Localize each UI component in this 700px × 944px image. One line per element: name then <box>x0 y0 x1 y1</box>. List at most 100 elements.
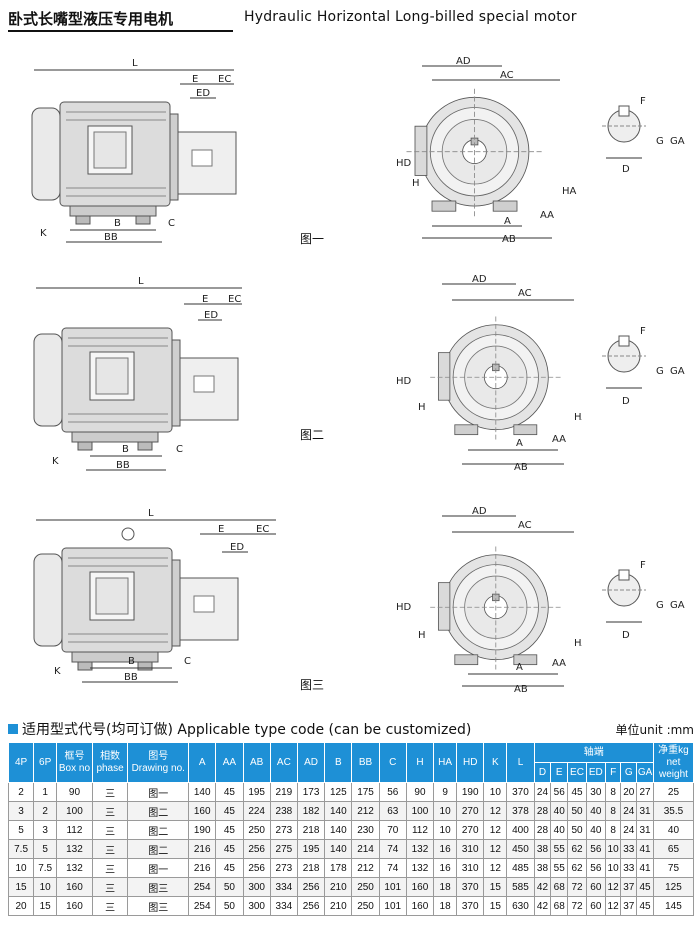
table-cell: 56 <box>550 782 569 802</box>
table-cell: 230 <box>351 820 380 840</box>
table-cell: 132 <box>405 839 435 859</box>
table-cell: 38 <box>533 839 552 859</box>
table-cell: 630 <box>506 896 535 916</box>
table-cell: 10 <box>604 858 622 878</box>
table-cell: 60 <box>585 896 606 916</box>
col-HD: HD <box>456 742 485 783</box>
dim-AC: AC <box>518 520 532 531</box>
table-cell: 45 <box>215 801 244 821</box>
table-cell: 45 <box>636 896 654 916</box>
figure-3-caption: 图三 <box>300 678 325 692</box>
table-cell: 310 <box>456 839 485 859</box>
dim-G: G <box>656 600 664 611</box>
section-marker-icon <box>8 724 18 734</box>
title-underline <box>8 30 233 32</box>
table-cell: 132 <box>56 839 93 859</box>
table-cell: 37 <box>620 896 638 916</box>
table-cell: 160 <box>188 801 217 821</box>
dim-HA: HA <box>574 412 582 423</box>
table-cell: 38 <box>533 858 552 878</box>
dim-AA: AA <box>540 210 554 221</box>
table-cell: 50 <box>567 801 587 821</box>
table-cell: 140 <box>324 839 353 859</box>
table-cell: 三 <box>91 858 129 878</box>
dim-ED: ED <box>204 310 218 321</box>
dim-BB: BB <box>124 672 138 683</box>
table-cell: 41 <box>636 839 654 859</box>
figure-1-shaft-end: F G GA D <box>600 96 690 186</box>
table-cell: 173 <box>296 782 326 802</box>
table-cell: 400 <box>506 820 535 840</box>
dim-EC: EC <box>256 524 269 535</box>
table-cell: 70 <box>378 820 407 840</box>
col-AB: AB <box>242 742 271 783</box>
table-cell: 55 <box>550 858 569 878</box>
table-cell: 178 <box>324 858 353 878</box>
table-cell: 28 <box>533 820 552 840</box>
dim-GA: GA <box>670 600 685 611</box>
table-cell: 195 <box>242 782 271 802</box>
title-english: Hydraulic Horizontal Long-billed special… <box>244 9 577 25</box>
table-cell: 175 <box>351 782 380 802</box>
table-cell: 18 <box>433 877 458 897</box>
table-cell: 190 <box>188 820 217 840</box>
table-cell: 55 <box>550 839 569 859</box>
table-cell: 图三 <box>127 896 190 916</box>
table-cell: 60 <box>585 877 606 897</box>
table-cell: 33 <box>620 839 638 859</box>
dim-K: K <box>52 456 59 467</box>
table-cell: 16 <box>433 839 458 859</box>
table-cell: 275 <box>269 839 298 859</box>
dim-EC: EC <box>228 294 241 305</box>
table-cell: 图二 <box>127 839 190 859</box>
table-cell: 12 <box>604 896 622 916</box>
table-cell: 212 <box>351 858 380 878</box>
table-cell: 100 <box>56 801 93 821</box>
dim-AB: AB <box>514 462 528 473</box>
table-cell: 125 <box>324 782 353 802</box>
table-cell: 214 <box>351 839 380 859</box>
table-cell: 74 <box>378 839 407 859</box>
col-K: K <box>483 742 508 783</box>
figure-3-side-view: L E EC ED B C BB K <box>32 508 282 688</box>
table-cell: 216 <box>188 839 217 859</box>
table-cell: 45 <box>215 782 244 802</box>
table-cell: 50 <box>215 896 244 916</box>
col-H: H <box>405 742 435 783</box>
table-cell: 132 <box>405 858 435 878</box>
table-cell: 370 <box>456 896 485 916</box>
dim-H: H <box>418 630 426 641</box>
table-cell: 112 <box>405 820 435 840</box>
figure-3-shaft-end: F G GA D <box>600 560 690 650</box>
col-HA: HA <box>433 742 458 783</box>
table-cell: 56 <box>585 858 606 878</box>
dim-AD: AD <box>472 274 487 285</box>
dim-AD: AD <box>472 506 487 517</box>
dim-GA: GA <box>670 366 685 377</box>
table-cell: 182 <box>296 801 326 821</box>
col-EC: EC <box>567 762 587 783</box>
table-cell: 42 <box>533 877 552 897</box>
table-cell: 450 <box>506 839 535 859</box>
table-cell: 8 <box>604 820 622 840</box>
table-cell: 9 <box>433 782 458 802</box>
table-cell: 12 <box>483 839 508 859</box>
table-cell: 1 <box>33 782 58 802</box>
dim-G: G <box>656 366 664 377</box>
table-cell: 33 <box>620 858 638 878</box>
table-cell: 250 <box>351 877 380 897</box>
table-cell: 12 <box>483 801 508 821</box>
figure-2-caption: 图二 <box>300 428 325 442</box>
page-header: 卧式长嘴型液压专用电机 Hydraulic Horizontal Long-bi… <box>8 6 692 32</box>
dim-F: F <box>640 96 646 107</box>
table-cell: 273 <box>269 820 298 840</box>
table-cell: 370 <box>506 782 535 802</box>
table-cell: 三 <box>91 877 129 897</box>
table-cell: 10 <box>433 801 458 821</box>
dim-L: L <box>132 58 138 69</box>
dim-D: D <box>622 164 630 175</box>
table-cell: 254 <box>188 877 217 897</box>
table-cell: 72 <box>567 877 587 897</box>
